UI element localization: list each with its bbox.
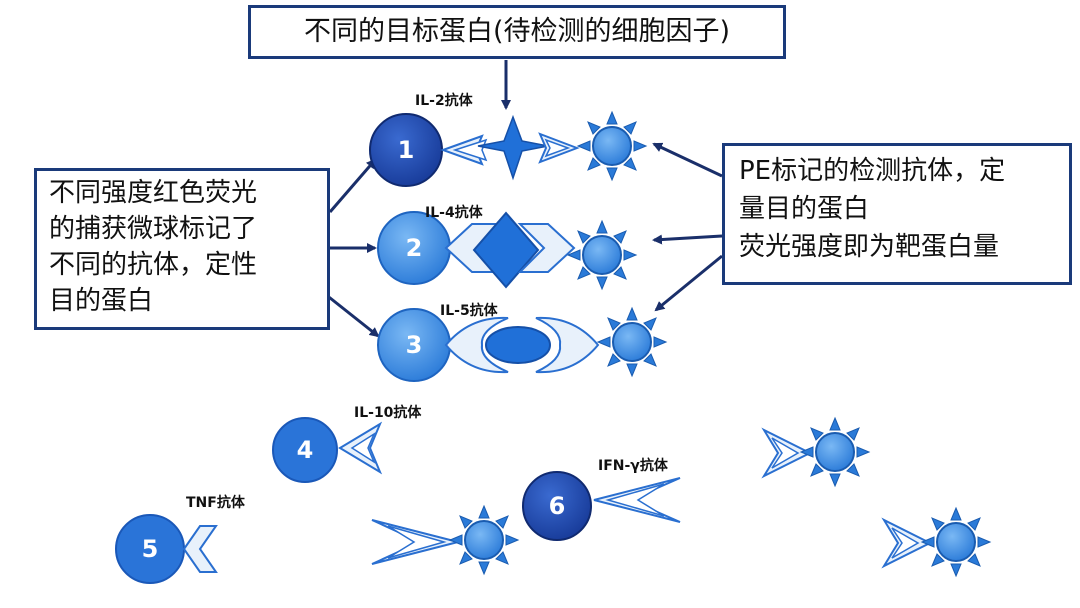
- bead-number-1: 1: [397, 136, 415, 164]
- label-tnf-antibody: TNF抗体: [186, 495, 245, 511]
- pe-star-3: [597, 307, 667, 377]
- bead-4: [272, 417, 338, 483]
- right-note-line: 量目的蛋白: [739, 194, 870, 224]
- left-note-line: 目的蛋白: [49, 286, 154, 316]
- detection-antibody-note-box: PE标记的检测抗体，定 量目的蛋白 荧光强度即为靶蛋白量: [722, 143, 1072, 285]
- capture-antibody-il2-inner: [452, 138, 488, 162]
- bead-number-4: 4: [296, 436, 314, 464]
- arrow-left-to-bead1: [328, 158, 377, 213]
- pe-star-free-1: [449, 505, 519, 575]
- label-il5-antibody: IL-5抗体: [440, 303, 498, 319]
- pe-star-1: [577, 111, 647, 181]
- complex-tnf: [115, 514, 218, 584]
- complex-ifn: [522, 471, 681, 541]
- title-text: 不同的目标蛋白(待检测的细胞因子): [303, 16, 731, 47]
- left-note-line: 的捕获微球标记了: [49, 214, 258, 244]
- capture-antibody-tnf: [182, 525, 218, 573]
- bead-number-5: 5: [141, 535, 159, 563]
- detection-antibody-il2-inner: [544, 138, 571, 158]
- complex-il10: [272, 417, 383, 483]
- protein-il5: [485, 326, 551, 364]
- protein-il2: [477, 114, 549, 181]
- complex-il5: [377, 307, 667, 382]
- free-detection-3: [881, 507, 991, 577]
- right-note-line: PE标记的检测抗体，定: [739, 156, 1006, 186]
- free-detection-1: [371, 505, 519, 575]
- label-il10-antibody: IL-10抗体: [354, 405, 422, 421]
- bead-number-6: 6: [548, 492, 566, 520]
- capture-antibody-il10-inner: [350, 432, 376, 464]
- arrow-right-to-pe1: [652, 142, 723, 178]
- title-box: 不同的目标蛋白(待检测的细胞因子): [248, 5, 786, 59]
- detection-antibody-il4: [517, 223, 576, 273]
- label-ifn-antibody: IFN-γ抗体: [598, 458, 668, 474]
- protein-il4: [472, 211, 540, 289]
- capture-antibody-ifn-inner: [605, 483, 665, 517]
- pe-star-2: [567, 220, 637, 290]
- arrows: [319, 60, 723, 338]
- right-note-line: 荧光强度即为靶蛋白量: [739, 232, 1000, 262]
- arrow-right-to-pe3: [654, 254, 723, 312]
- complex-il2: [369, 111, 647, 187]
- label-il2-antibody: IL-2抗体: [415, 93, 473, 109]
- label-il4-antibody: IL-4抗体: [425, 205, 483, 221]
- left-note-line: 不同强度红色荧光: [49, 178, 258, 208]
- pe-star-free-2: [800, 417, 870, 487]
- bead-6: [522, 471, 592, 541]
- bead-number-2: 2: [405, 234, 423, 262]
- bead-number-3: 3: [405, 331, 423, 359]
- detection-antibody-il5: [535, 316, 600, 374]
- capture-antibody-il5: [444, 316, 509, 374]
- left-note-line: 不同的抗体，定性: [49, 250, 258, 280]
- free-detection-2: [761, 417, 870, 487]
- complex-il4: [377, 211, 637, 290]
- capture-bead-note-box: 不同强度红色荧光 的捕获微球标记了 不同的抗体，定性 目的蛋白: [34, 168, 330, 330]
- pe-star-free-3: [921, 507, 991, 577]
- arrow-right-to-pe2: [652, 234, 723, 245]
